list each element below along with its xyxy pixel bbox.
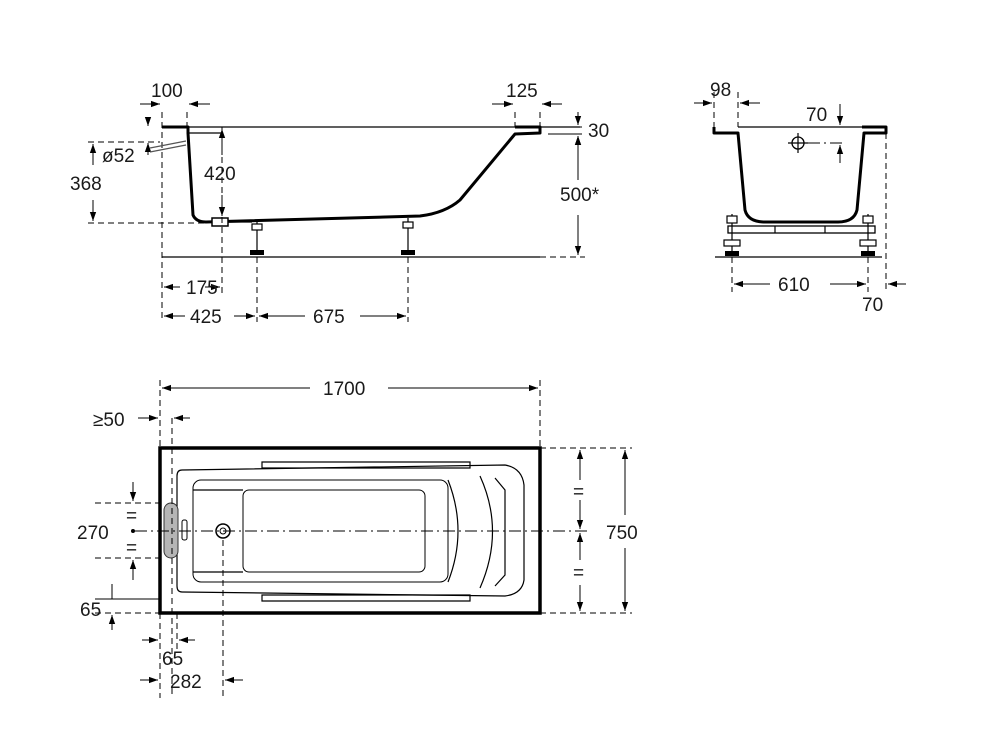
dim-rim-left: 100 bbox=[151, 81, 183, 102]
dim-overflow-offset: 70 bbox=[806, 105, 827, 126]
side-view: 100 125 30 500* ø52 368 420 175 bbox=[70, 81, 609, 328]
dim-wall-clearance: ≥50 bbox=[93, 410, 125, 431]
dim-rim-width: 98 bbox=[710, 80, 731, 101]
dim-leg-offset: 425 bbox=[190, 307, 222, 328]
width-equal-mark-bottom: = bbox=[573, 563, 584, 584]
dim-leg-width: 610 bbox=[778, 275, 810, 296]
top-armrest-top bbox=[261, 461, 471, 469]
end-view: 98 70 610 70 bbox=[694, 80, 906, 316]
grip-equal-mark-top: = bbox=[126, 506, 137, 527]
end-leg-frame bbox=[723, 214, 877, 256]
top-inner-outline bbox=[176, 464, 525, 597]
width-equal-mark-top: = bbox=[573, 482, 584, 503]
dim-drain-diameter: ø52 bbox=[102, 146, 135, 167]
dim-drain-offset: 175 bbox=[186, 278, 218, 299]
dim-rim-right: 125 bbox=[506, 81, 538, 102]
side-drain-fitting bbox=[211, 217, 229, 227]
dim-grip-length: 270 bbox=[77, 523, 109, 544]
dim-grip-vertical-offset: 65 bbox=[80, 600, 101, 621]
top-armrest-bottom bbox=[261, 594, 471, 602]
dim-depth: 420 bbox=[204, 164, 236, 185]
dim-rim-thickness: 30 bbox=[588, 121, 609, 142]
grip-equal-mark-bottom: = bbox=[126, 538, 137, 559]
dim-total-height: 500* bbox=[560, 185, 600, 206]
end-tub-outline bbox=[712, 125, 888, 224]
dim-grip-horizontal-offset: 65 bbox=[162, 649, 183, 670]
dim-width: 750 bbox=[606, 523, 638, 544]
side-leg-left bbox=[250, 222, 264, 255]
dim-drain-position: 282 bbox=[170, 672, 202, 693]
top-headrest bbox=[447, 475, 506, 589]
top-view: 1700 ≥50 270 = = 750 = = 65 65 282 bbox=[77, 379, 638, 698]
side-tub-outline bbox=[162, 125, 542, 224]
dim-length: 1700 bbox=[323, 379, 365, 400]
dim-drain-height: 368 bbox=[70, 174, 102, 195]
dim-leg-spacing: 675 bbox=[313, 307, 345, 328]
dim-side-offset: 70 bbox=[862, 295, 883, 316]
side-leg-right bbox=[401, 218, 415, 255]
